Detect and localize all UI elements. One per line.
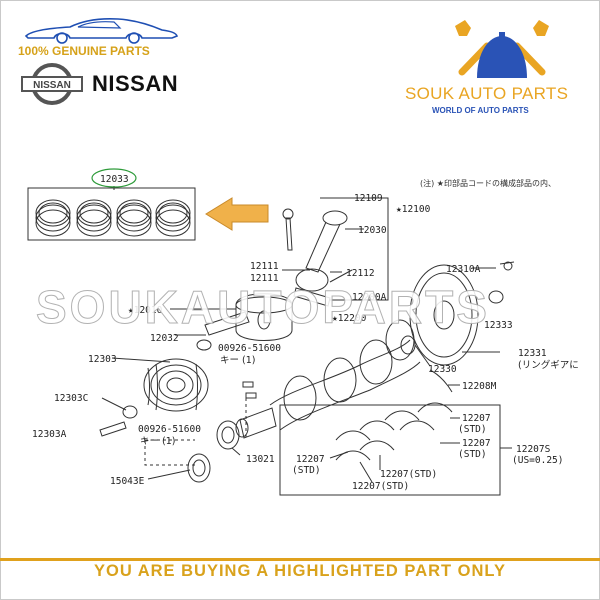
footer-divider — [0, 558, 600, 561]
label-12331: 12331 — [518, 348, 547, 359]
diagram-note: (注) ★印部品コードの構成部品の内、 — [420, 179, 556, 188]
label-12331-sub: (リングギアに — [518, 359, 579, 371]
label-12109: 12109 — [354, 193, 383, 204]
label-12303a: 12303A — [32, 429, 67, 440]
nissan-brand-text: NISSAN — [92, 71, 179, 96]
piston-ring-box — [27, 187, 196, 241]
highlight-arrow-icon — [205, 197, 269, 231]
label-12200a: 12200A — [352, 292, 387, 303]
label-12310a: 12310A — [446, 264, 481, 275]
label-15043e: 15043E — [110, 476, 145, 487]
highlight-circle — [91, 168, 137, 188]
label-12207-b: 12207 — [462, 438, 491, 449]
label-12303c: 12303C — [54, 393, 88, 404]
label-00926-b: 00926-51600 — [138, 424, 201, 435]
label-12207-c: 12207 — [296, 454, 325, 465]
label-00926-a-sub: キー (1) — [220, 355, 255, 366]
car-silhouette-icon — [24, 17, 178, 44]
genuine-parts-text: 100% GENUINE PARTS — [18, 44, 150, 58]
footer-notice: YOU ARE BUYING A HIGHLIGHTED PART ONLY — [93, 562, 507, 580]
souk-shop-name: SOUK AUTO PARTS — [405, 84, 569, 103]
label-12208m: 12208M — [462, 381, 497, 392]
label-12207s-sub: (US=0.25) — [512, 455, 563, 466]
label-12207-d: 12207(STD) — [380, 469, 437, 480]
label-12333: 12333 — [484, 320, 513, 331]
label-12207s: 12207S — [516, 444, 551, 455]
nissan-logo-badge-text: NISSAN — [33, 80, 71, 91]
label-12207-e: 12207(STD) — [352, 481, 409, 492]
label-13021: 13021 — [246, 454, 275, 465]
label-12032: 12032 — [150, 333, 179, 344]
label-12010: ★12010 — [128, 305, 163, 316]
label-12207-b-sub: (STD) — [458, 449, 487, 460]
label-12200: ★12200 — [332, 313, 367, 324]
label-12207-a: 12207 — [462, 413, 491, 424]
label-12112: 12112 — [346, 268, 375, 279]
souk-logo-icon — [455, 20, 549, 78]
label-12330: 12330 — [428, 364, 457, 375]
nissan-logo-icon: NISSAN — [21, 63, 83, 105]
label-00926-b-sub: キー (1) — [140, 436, 175, 447]
label-12303: 12303 — [88, 354, 117, 365]
label-12111-a: 12111 — [250, 261, 279, 272]
label-00926-a: 00926-51600 — [218, 343, 281, 354]
souk-shop-tagline: WORLD OF AUTO PARTS — [432, 106, 529, 115]
label-12033: 12033 — [100, 174, 129, 185]
label-12030: 12030 — [358, 225, 387, 236]
label-12207-a-sub: (STD) — [458, 424, 487, 435]
label-12207-c-sub: (STD) — [292, 465, 321, 476]
label-12100: ★12100 — [396, 204, 431, 215]
label-12111-b: 12111 — [250, 273, 279, 284]
